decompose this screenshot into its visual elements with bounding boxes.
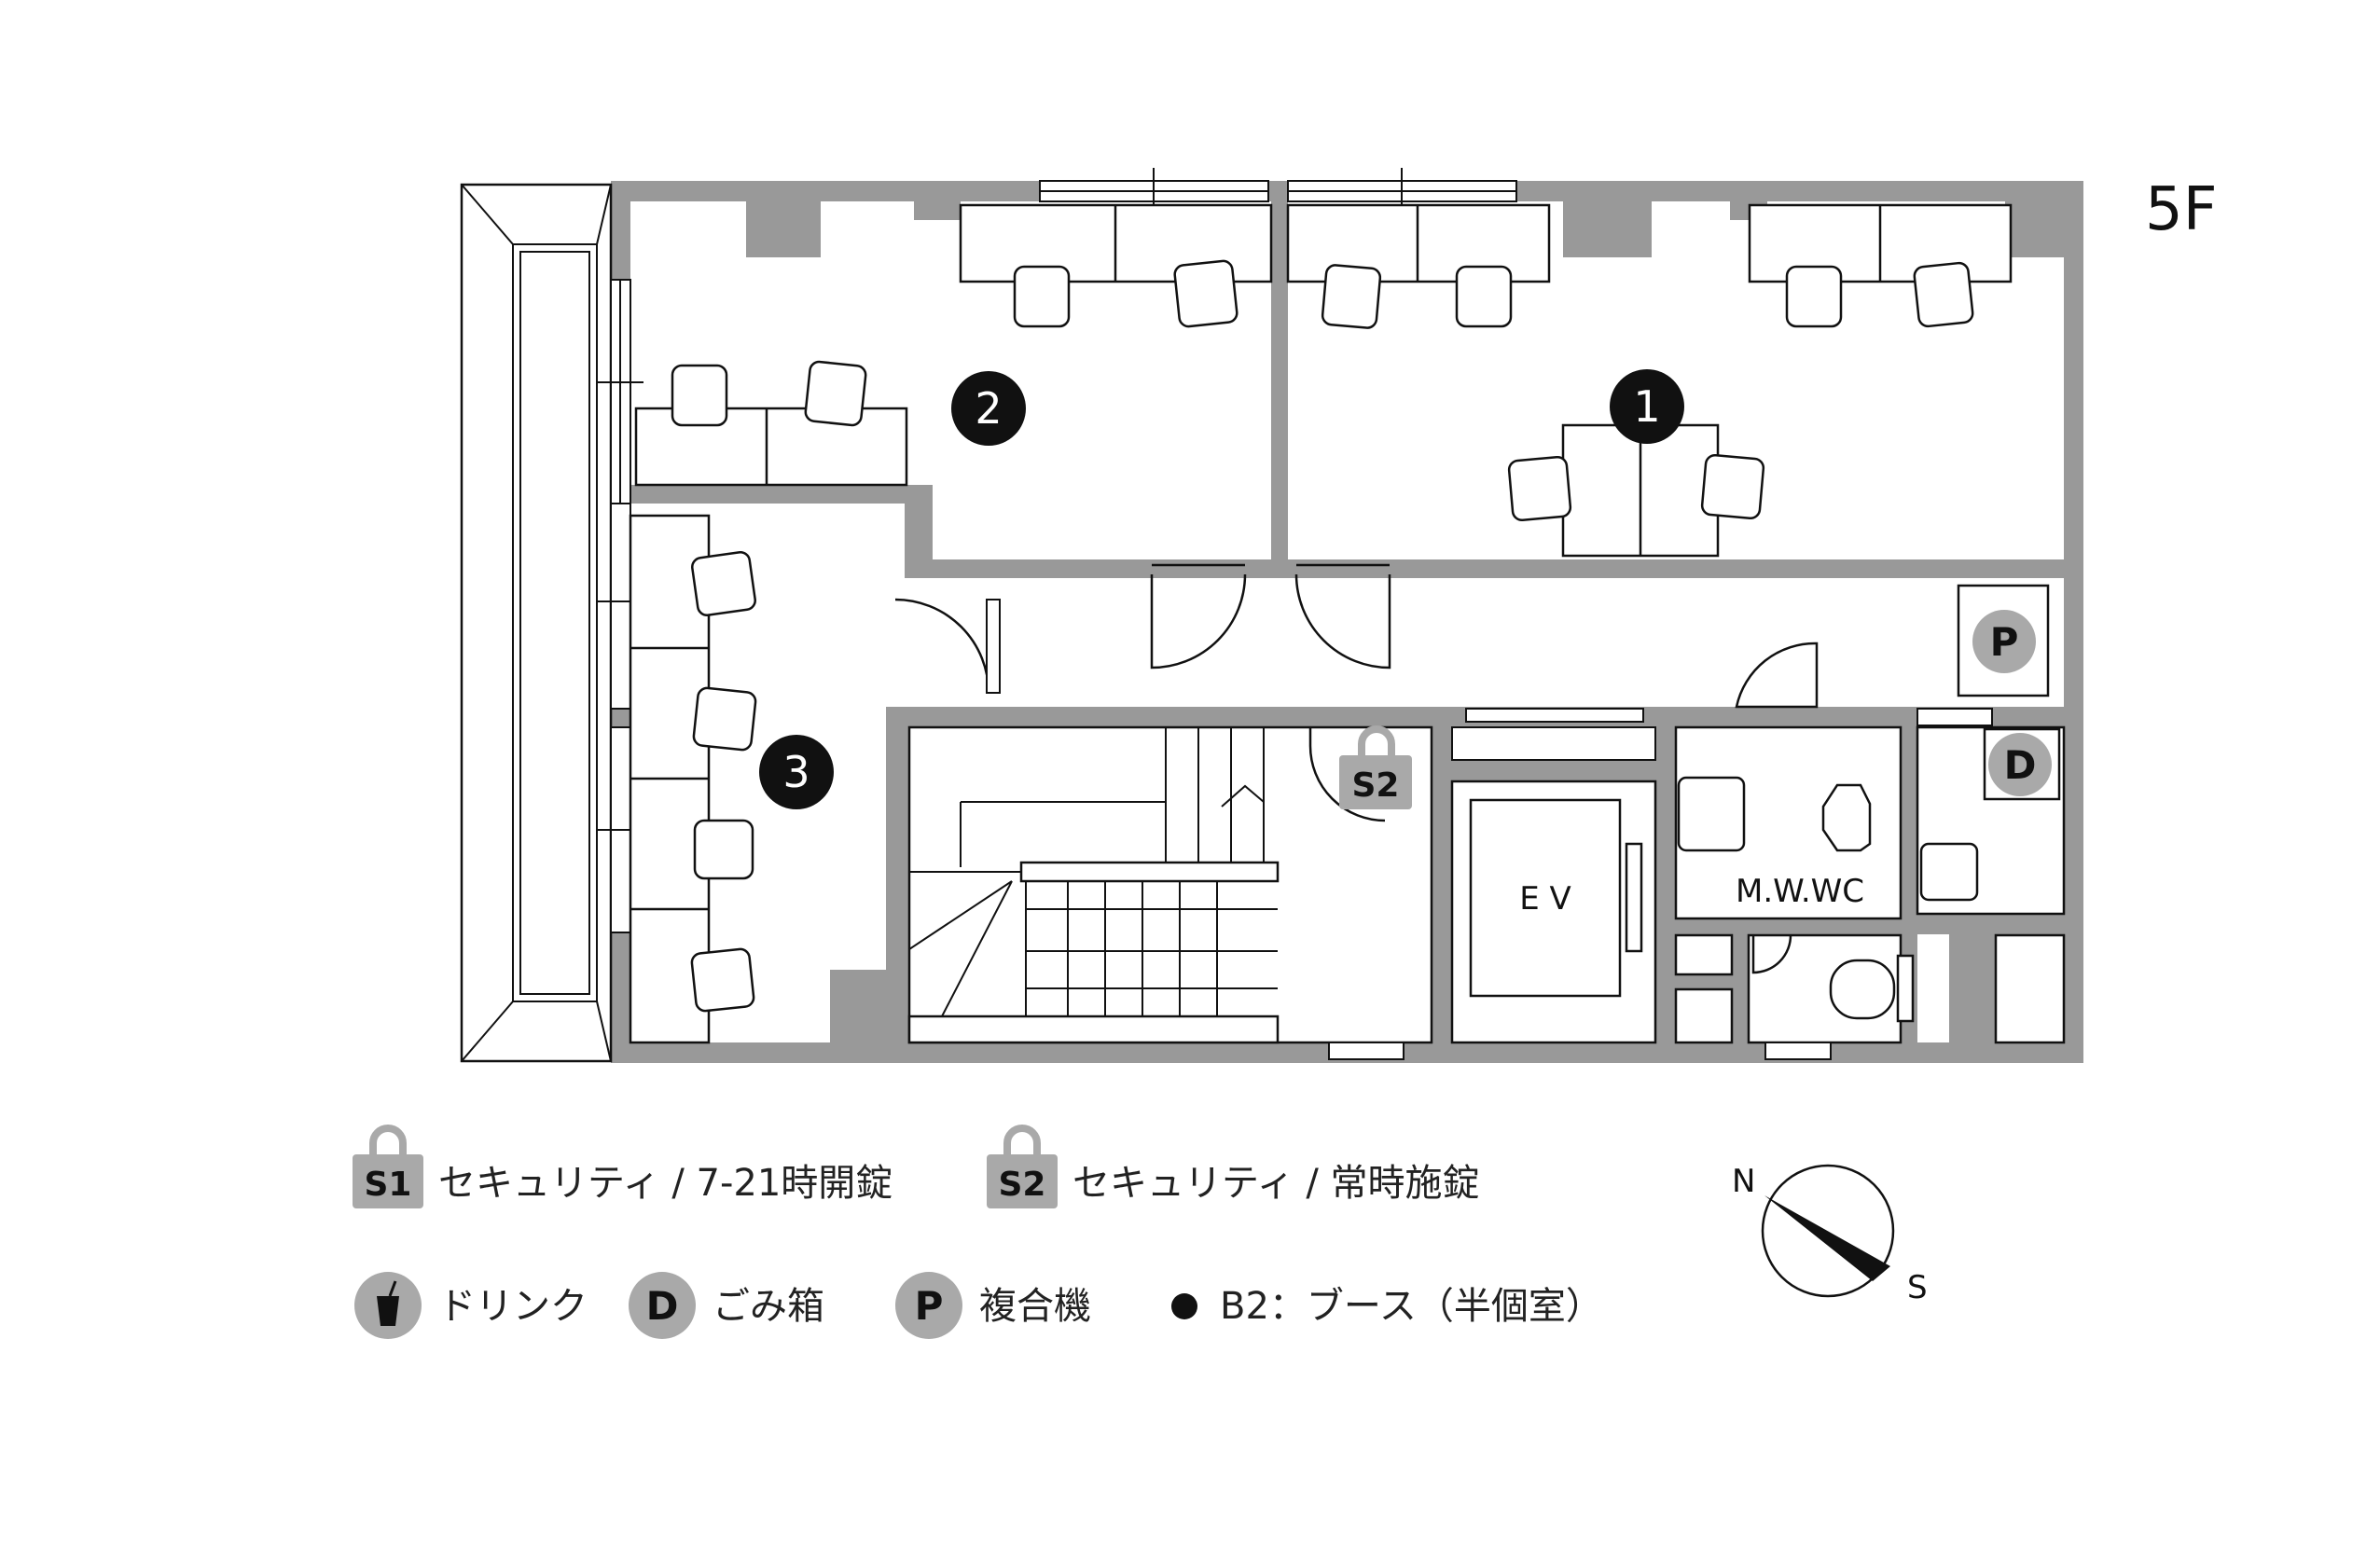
legend-booth-text: B2：ブース（半個室）: [1220, 1285, 1603, 1328]
legend-s2-text: セキュリティ / 常時施錠: [1072, 1162, 1480, 1205]
office-1-furniture: [1286, 203, 2013, 558]
svg-text:P: P: [1990, 619, 2019, 665]
legend-s1-icon: S1: [353, 1125, 423, 1208]
svg-text:D: D: [2004, 742, 2037, 788]
svg-text:S2: S2: [999, 1166, 1046, 1204]
trash-marker: D: [1983, 727, 2061, 801]
legend: S1 セキュリティ / 7-21時開錠 S2 セキュリティ / 常時施錠 ドリン…: [353, 1125, 1603, 1339]
legend-s1-text: セキュリティ / 7-21時開錠: [438, 1162, 892, 1205]
booth-dot-icon: [1171, 1293, 1197, 1319]
corridor-doors: [1150, 563, 1819, 709]
room-marker-2: 2: [951, 371, 1026, 446]
booth-area-3: [629, 514, 1001, 1044]
legend-printer-text: 複合機: [979, 1285, 1091, 1328]
room-marker-1: 1: [1610, 369, 1684, 444]
legend-trash-icon: D: [629, 1272, 696, 1339]
svg-text:S2: S2: [1352, 766, 1400, 805]
restroom-label: M.W.WC: [1736, 873, 1864, 910]
legend-printer-icon: P: [895, 1272, 962, 1339]
floor-label: 5F: [2145, 175, 2218, 244]
svg-text:D: D: [646, 1283, 679, 1329]
top-windows: [1039, 168, 1517, 210]
compass-north-label: N: [1732, 1163, 1755, 1200]
restroom: [1674, 708, 2066, 1060]
drink-icon: [354, 1272, 422, 1339]
svg-text:S1: S1: [365, 1166, 412, 1204]
printer-marker: P: [1972, 610, 2036, 673]
legend-trash-text: ごみ箱: [713, 1285, 824, 1328]
elevator-label: E V: [1519, 880, 1571, 918]
elevator: [1450, 708, 1657, 1044]
printer-station: [1957, 584, 2050, 697]
balcony: [460, 183, 643, 1063]
security-lock-marker: S2: [1339, 725, 1412, 809]
compass-south-label: S: [1907, 1269, 1928, 1306]
legend-s2-icon: S2: [987, 1125, 1058, 1208]
svg-text:P: P: [915, 1283, 944, 1329]
svg-text:3: 3: [782, 747, 809, 797]
svg-text:1: 1: [1633, 381, 1660, 432]
stairwell: [907, 725, 1433, 1060]
legend-drink-text: ドリンク: [438, 1285, 588, 1328]
office-2-furniture: [634, 203, 1273, 487]
svg-text:2: 2: [975, 383, 1002, 434]
compass: N S: [1732, 1163, 1928, 1306]
room-marker-3: 3: [759, 735, 834, 809]
